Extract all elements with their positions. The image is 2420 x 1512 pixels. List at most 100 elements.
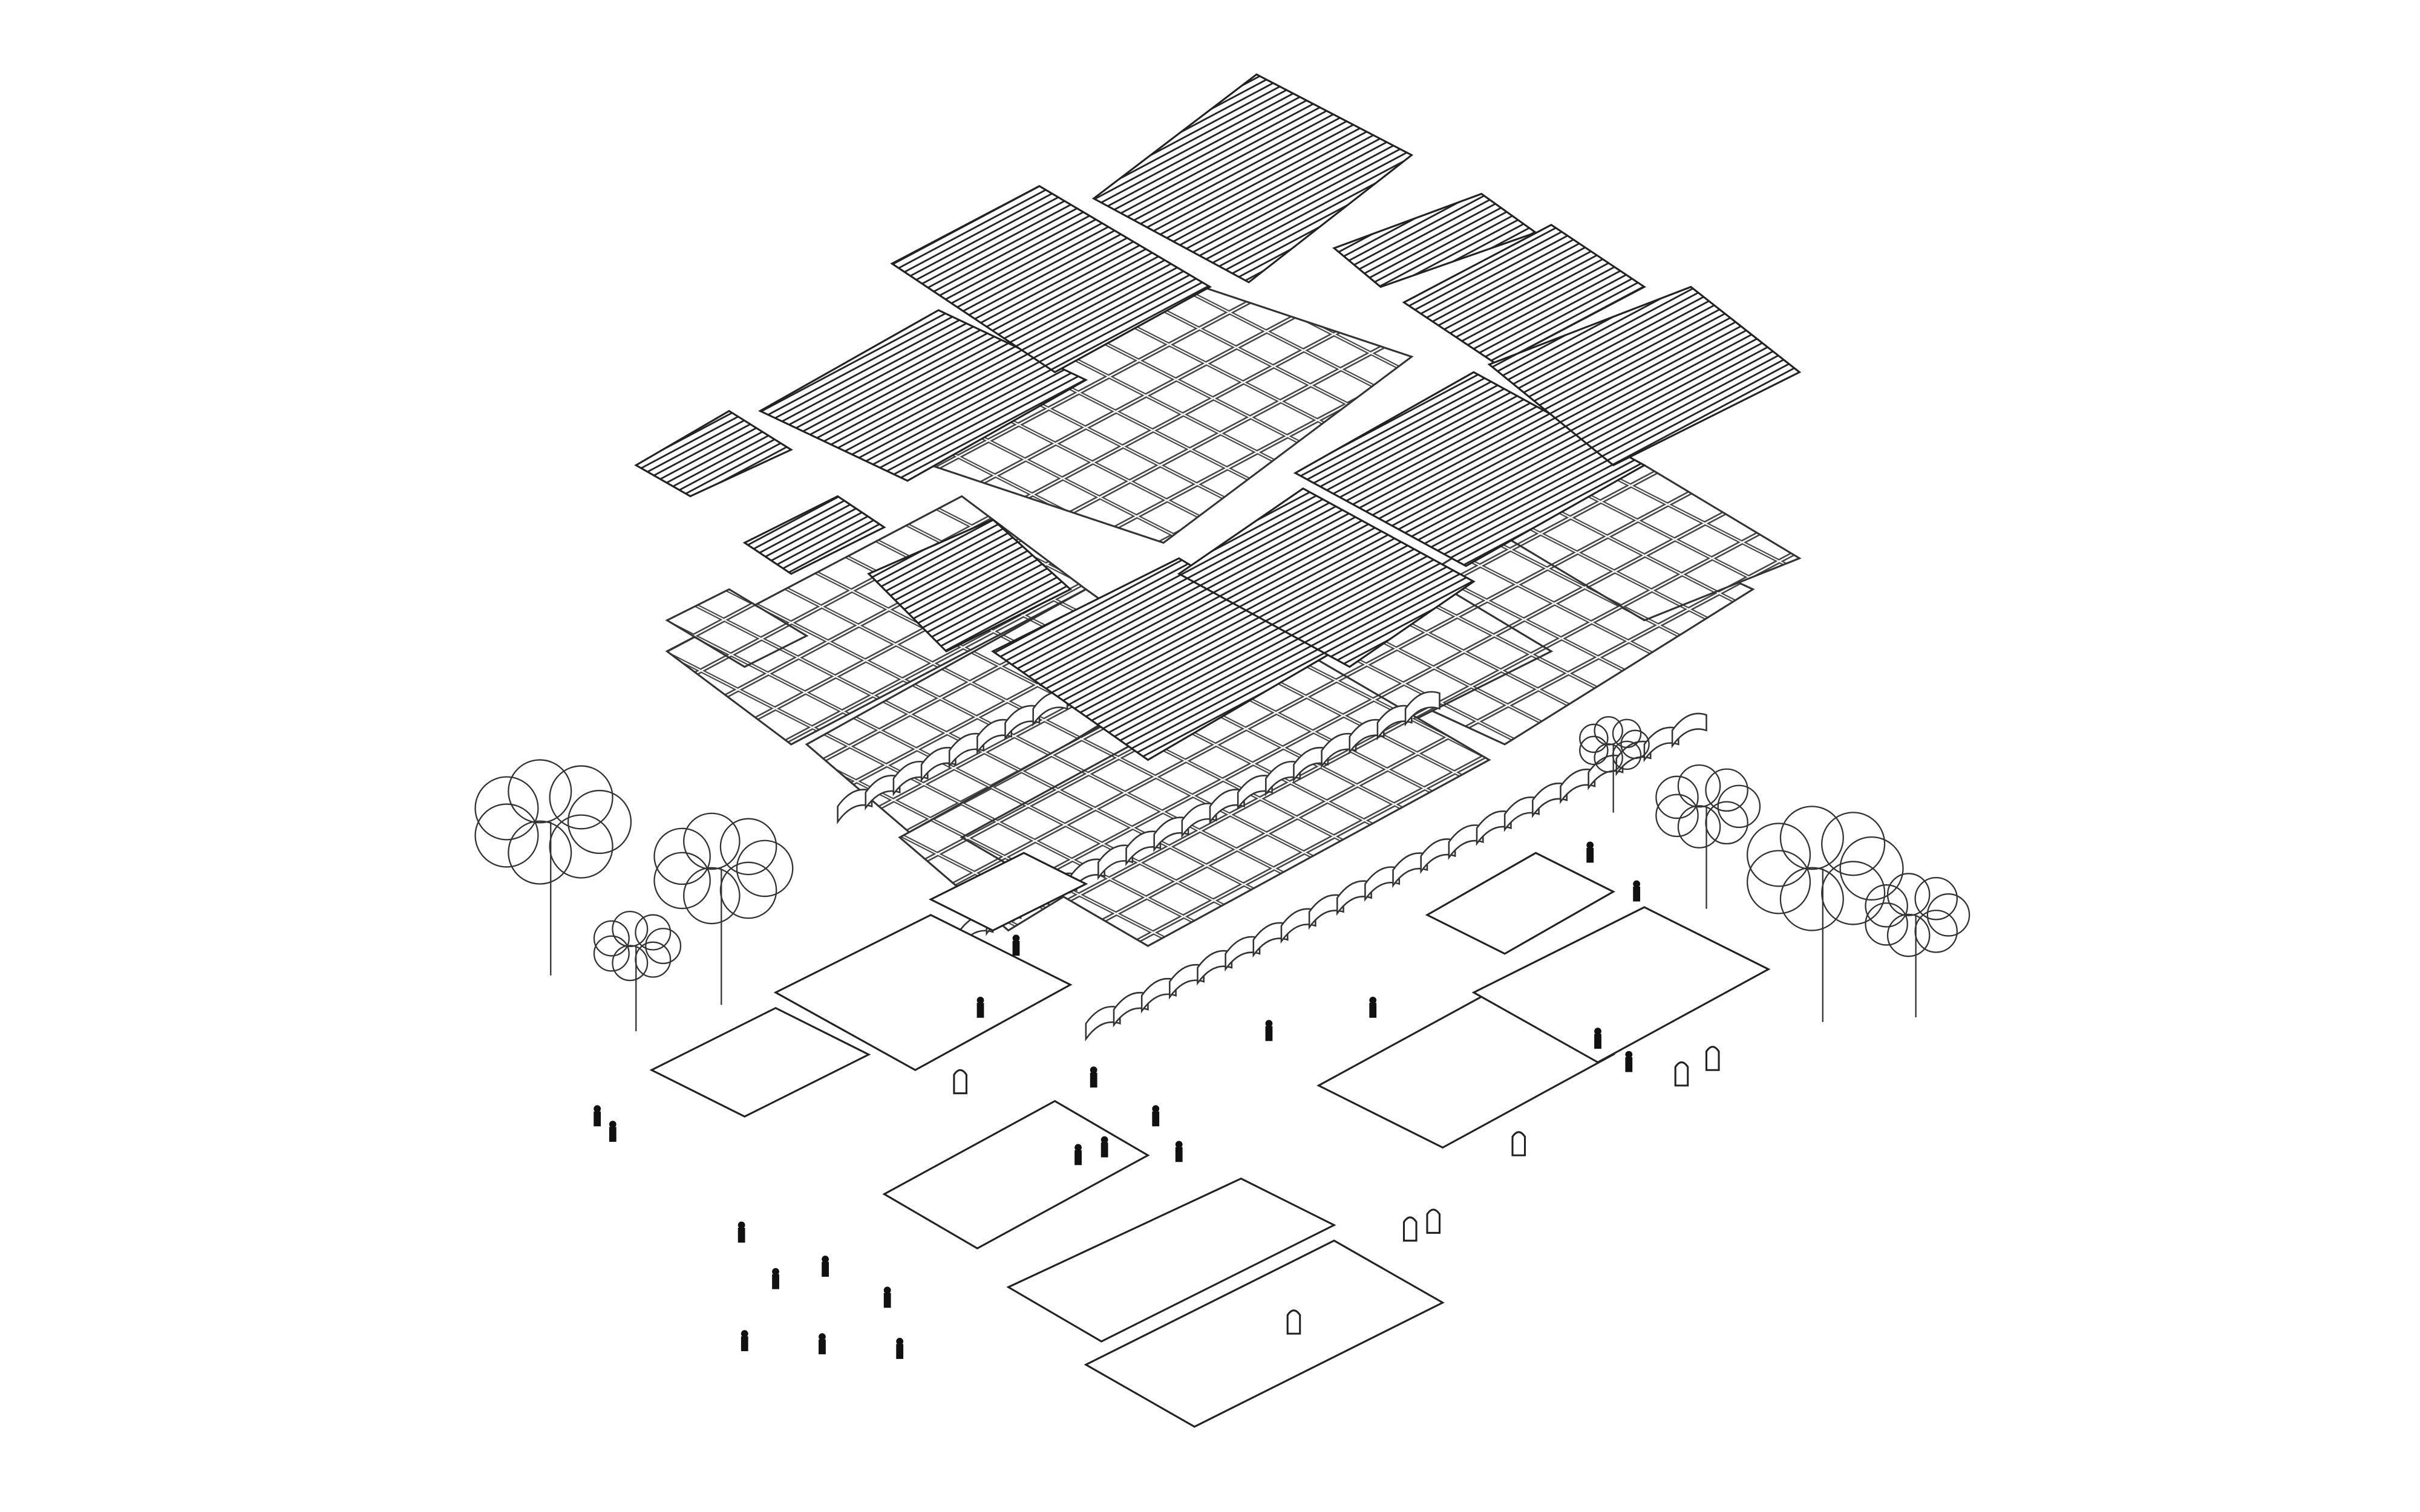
vault-segment xyxy=(1169,963,1205,1000)
person-body xyxy=(1633,886,1641,902)
vault-segment xyxy=(1532,782,1568,818)
tree-foliage xyxy=(1705,768,1748,812)
tree-foliage xyxy=(508,820,572,885)
wall-block xyxy=(929,852,1088,932)
palm-tree-foliage xyxy=(1594,716,1623,746)
palm-tree-foliage xyxy=(1612,740,1642,771)
person-body xyxy=(1100,1142,1108,1158)
tree-foliage xyxy=(508,759,572,824)
palm-tree-foliage xyxy=(1579,735,1609,766)
roof-sheet-panel xyxy=(1091,73,1414,284)
window-arch xyxy=(1705,1046,1720,1071)
tree-foliage xyxy=(1717,784,1761,829)
person-body xyxy=(1625,1057,1633,1072)
vault-segment xyxy=(1237,775,1273,810)
palm-tree-foliage xyxy=(1779,867,1844,931)
wall-block xyxy=(1425,852,1615,955)
tree-foliage xyxy=(1886,913,1931,957)
tree-foliage xyxy=(474,776,539,841)
person-head xyxy=(883,1286,891,1294)
tree-foliage xyxy=(1886,873,1931,916)
person-body xyxy=(737,1228,745,1243)
vault-segment xyxy=(1209,789,1245,824)
tree-foliage xyxy=(474,803,539,868)
vault-segment xyxy=(1671,712,1707,749)
tree-foliage xyxy=(653,827,711,885)
vault-segment xyxy=(1197,950,1233,986)
window-arch xyxy=(1426,1208,1441,1234)
person-body xyxy=(1152,1111,1160,1127)
person-head xyxy=(819,1333,826,1341)
tree-foliage xyxy=(736,839,794,898)
person-head xyxy=(1625,1051,1633,1058)
wall-block xyxy=(649,1006,871,1118)
tree-foliage xyxy=(549,765,613,830)
person-head xyxy=(896,1338,904,1345)
palm-tree-foliage xyxy=(1594,743,1623,773)
tree-foliage xyxy=(719,861,777,919)
palm-tree-foliage xyxy=(1779,806,1844,870)
person-body xyxy=(1369,1003,1377,1018)
wall-block xyxy=(1471,906,1771,1064)
vault-segment xyxy=(1560,768,1596,804)
vault-segment xyxy=(1293,746,1329,783)
tree-foliage xyxy=(1677,805,1721,849)
vault-segment xyxy=(920,746,957,783)
person-head xyxy=(822,1256,829,1263)
person-head xyxy=(1100,1136,1108,1144)
palm-tree-foliage xyxy=(612,945,649,982)
palm-tree-foliage xyxy=(635,941,672,978)
person-head xyxy=(609,1121,616,1128)
vault-segment xyxy=(1643,726,1679,763)
person-body xyxy=(819,1339,826,1355)
person-body xyxy=(822,1262,829,1277)
person-body xyxy=(896,1344,904,1359)
window-arch xyxy=(953,1069,967,1095)
roof-sheet-panel xyxy=(890,184,1212,374)
person-body xyxy=(1012,940,1020,956)
person-body xyxy=(1090,1072,1097,1088)
window-arch xyxy=(1402,1216,1418,1242)
vault-segment xyxy=(1280,908,1316,944)
palm-tree-foliage xyxy=(1746,823,1811,887)
wall-block xyxy=(773,914,1073,1071)
palm-tree-foliage xyxy=(593,935,630,972)
roof-sheet-panel xyxy=(867,518,1072,653)
person-head xyxy=(594,1105,601,1113)
wall-block xyxy=(1006,1178,1336,1343)
person-head xyxy=(1265,1020,1273,1028)
palm-tree-foliage xyxy=(1620,729,1650,760)
vault-segment xyxy=(1364,866,1401,902)
vault-segment xyxy=(1225,936,1261,972)
roof-sheet-panel xyxy=(634,409,793,498)
vault-segment xyxy=(1265,760,1301,797)
vault-segment xyxy=(1140,977,1177,1014)
palm-tree-foliage xyxy=(1579,723,1609,753)
palm-tree-foliage xyxy=(1821,861,1886,925)
vault-segment xyxy=(892,760,929,797)
palm-tree-foliage xyxy=(1612,719,1642,748)
person-head xyxy=(1175,1141,1183,1149)
vault-segment xyxy=(1004,705,1041,741)
roof-sheet-panel xyxy=(1177,487,1476,668)
roof-sheet-panel xyxy=(1487,285,1802,467)
vault-segment xyxy=(1308,894,1344,930)
palm-tree-foliage xyxy=(593,920,630,957)
person-head xyxy=(1152,1105,1160,1113)
vault-segment xyxy=(976,719,1013,755)
vault-segment xyxy=(1404,691,1441,727)
person-body xyxy=(741,1336,748,1352)
person-head xyxy=(1074,1144,1082,1152)
person-body xyxy=(976,1003,984,1018)
vault-segment xyxy=(948,732,984,769)
tree-foliage xyxy=(1914,910,1958,953)
vault-segment xyxy=(1476,810,1512,846)
vault-segment xyxy=(1085,1006,1121,1041)
vault-segment xyxy=(1503,796,1540,832)
vault-segment xyxy=(1336,880,1372,916)
palm-tree-foliage xyxy=(1821,812,1886,876)
vault-segment xyxy=(1097,844,1134,881)
palm-tree-foliage xyxy=(1746,850,1811,914)
tree-foliage xyxy=(1914,876,1958,921)
